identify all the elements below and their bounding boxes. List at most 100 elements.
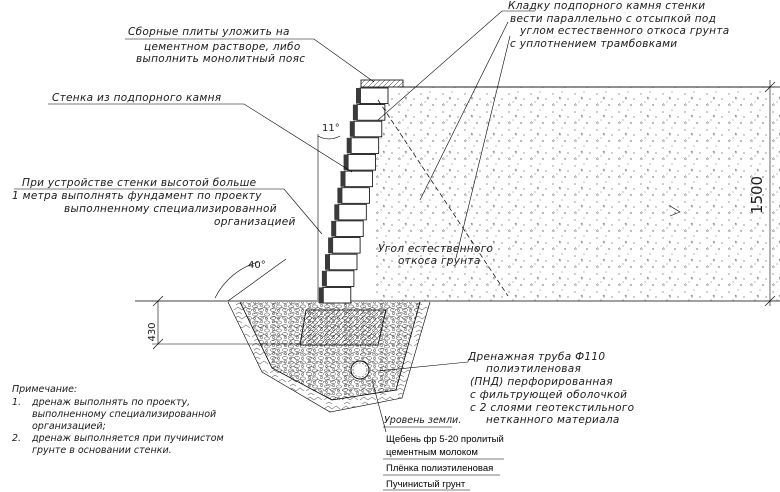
wall-block-face — [325, 254, 330, 270]
svg-text:цементном растворе, либо: цементном растворе, либо — [144, 41, 301, 53]
wall-block-face — [337, 187, 343, 204]
wall-block — [347, 154, 377, 171]
section-mark — [669, 205, 681, 217]
wall-block-face — [356, 88, 361, 104]
wall-block — [334, 220, 364, 237]
svg-text:дренаж выполняется при пучинис: дренаж выполняется при пучинистом — [31, 433, 224, 444]
svg-text:с 2 слоями геотекстильного: с 2 слоями геотекстильного — [470, 402, 634, 414]
wall-block-face — [321, 270, 327, 287]
annotation-line: организацией — [214, 216, 296, 228]
annotation-line: Стенка из подпорного камня — [52, 92, 221, 104]
svg-text:Дренажная труба Ф110: Дренажная труба Ф110 — [467, 351, 605, 363]
annotation-cap-slabs: Сборные плиты уложить на цементном раств… — [128, 26, 305, 65]
legend: Уровень земли. Щебень фр 5-20 пролитый ц… — [383, 415, 504, 491]
legend-item-soil: Пучинистый грунт — [386, 479, 466, 490]
batter-angle-label: 11° — [322, 123, 340, 134]
annotation-line: При устройстве стенки высотой больше — [22, 177, 256, 189]
foundation-slab — [299, 309, 387, 346]
svg-text:нетканного материала: нетканного материала — [486, 414, 620, 426]
wall-block — [328, 253, 358, 271]
svg-text:с уплотнением трамбовками: с уплотнением трамбовками — [510, 38, 677, 50]
annotation-line: 1 метра выполнять фундамент по проекту — [12, 190, 262, 202]
drain-pipe — [350, 360, 370, 380]
annotation-line: полиэтиленовая — [486, 363, 581, 375]
wall-block-face — [352, 104, 358, 121]
wall-block — [340, 187, 370, 204]
svg-text:полиэтиленовая: полиэтиленовая — [486, 363, 581, 375]
svg-text:Уровень земли.: Уровень земли. — [384, 415, 461, 426]
svg-text:откоса грунта: откоса грунта — [398, 255, 481, 267]
annotation-line: выполнить монолитный пояс — [136, 53, 305, 65]
svg-text:углом естественного откоса гру: углом естественного откоса грунта — [519, 25, 729, 37]
note-line: грунте в основании стенки. — [32, 445, 172, 456]
slope-angle: 40° — [214, 258, 287, 302]
wall-block — [322, 286, 352, 304]
wall-block-face — [343, 154, 349, 171]
annotation-line: откоса грунта — [398, 255, 481, 267]
batter-angle: 11° — [317, 123, 341, 300]
svg-text:с фильтрующей оболочкой: с фильтрующей оболочкой — [470, 389, 627, 401]
svg-text:выполненному специализированно: выполненному специализированной — [64, 203, 277, 215]
leader-lines — [14, 10, 535, 433]
svg-text:Сборные плиты уложить на: Сборные плиты уложить на — [128, 26, 290, 38]
svg-text:цементным молоком: цементным молоком — [386, 447, 478, 458]
legend-item-gravel: Щебень фр 5-20 пролитый — [386, 434, 504, 445]
svg-text:При устройстве стенки высотой: При устройстве стенки высотой больше — [22, 177, 256, 189]
annotation-line: Угол естественного — [378, 243, 493, 255]
annotation-line: Сборные плиты уложить на — [128, 26, 290, 38]
annotation-line: цементном растворе, либо — [144, 41, 301, 53]
wall-block — [344, 170, 373, 188]
wall-block — [353, 120, 383, 138]
annotation-line: с уплотнением трамбовками — [510, 38, 677, 50]
svg-text:вести параллельно с отсыпкой п: вести параллельно с отсыпкой под — [510, 13, 716, 25]
backfill-soil — [372, 86, 780, 301]
annotation-drain: Дренажная труба Ф110 полиэтиленовая (ПНД… — [467, 351, 634, 426]
annotation-line: вести параллельно с отсыпкой под — [510, 13, 716, 25]
dimension-depth: 430 — [147, 295, 300, 350]
annotation-line: (ПНД) перфорированная — [470, 376, 613, 388]
svg-text:Кладку подпорного камня стенки: Кладку подпорного камня стенки — [508, 0, 705, 12]
svg-text:дренаж выполнять по проекту,: дренаж выполнять по проекту, — [31, 397, 190, 408]
dimension-height-label: 1500 — [748, 176, 766, 214]
wall-block-face — [328, 237, 334, 254]
note-number: 2. — [12, 433, 21, 444]
svg-text:выполнить монолитный пояс: выполнить монолитный пояс — [136, 53, 305, 65]
natural-slope-line — [377, 99, 509, 297]
note-number: 1. — [12, 397, 21, 408]
wall-block-face — [331, 220, 337, 237]
annotation-masonry: Кладку подпорного камня стенки вести пар… — [508, 0, 729, 50]
svg-text:2.: 2. — [12, 433, 21, 444]
annotation-line: Кладку подпорного камня стенки — [508, 0, 705, 12]
annotation-slope: Угол естественного откоса грунта — [378, 243, 493, 267]
svg-text:Примечание:: Примечание: — [12, 384, 77, 395]
annotation-line: с 2 слоями геотекстильного — [470, 402, 634, 414]
svg-text:1.: 1. — [12, 397, 21, 408]
svg-text:Пучинистый грунт: Пучинистый грунт — [386, 479, 466, 490]
annotation-line: нетканного материала — [486, 414, 620, 426]
cap-slab — [360, 79, 404, 88]
notes: Примечание: 1. дренаж выполнять по проек… — [12, 384, 224, 456]
legend-item-film: Плёнка полиэтиленовая — [386, 463, 493, 474]
annotation-line: Дренажная труба Ф110 — [467, 351, 605, 363]
wall-block-face — [346, 137, 352, 154]
wall-block — [337, 203, 367, 221]
retaining-wall — [318, 87, 389, 304]
wall-block-face — [318, 287, 324, 303]
svg-text:выполненному специализированно: выполненному специализированной — [32, 409, 216, 420]
legend-item-gravel: цементным молоком — [386, 447, 478, 458]
svg-text:Плёнка полиэтиленовая: Плёнка полиэтиленовая — [386, 463, 493, 474]
wall-block-face — [349, 121, 355, 137]
annotation-line: с фильтрующей оболочкой — [470, 389, 627, 401]
note-line: выполненному специализированной — [32, 409, 216, 420]
annotation-line: выполненному специализированной — [64, 203, 277, 215]
dimension-height: 1500 — [400, 80, 776, 307]
svg-text:Угол естественного: Угол естественного — [378, 243, 493, 255]
annotation-line: углом естественного откоса грунта — [519, 25, 729, 37]
note-line: дренаж выполняется при пучинистом — [31, 433, 224, 444]
wall-block — [325, 270, 355, 287]
legend-ground-level: Уровень земли. — [384, 415, 461, 426]
svg-text:(ПНД) перфорированная: (ПНД) перфорированная — [470, 376, 613, 388]
annotation-foundation: При устройстве стенки высотой больше 1 м… — [12, 177, 296, 228]
svg-text:грунте в основании стенки.: грунте в основании стенки. — [32, 445, 172, 456]
